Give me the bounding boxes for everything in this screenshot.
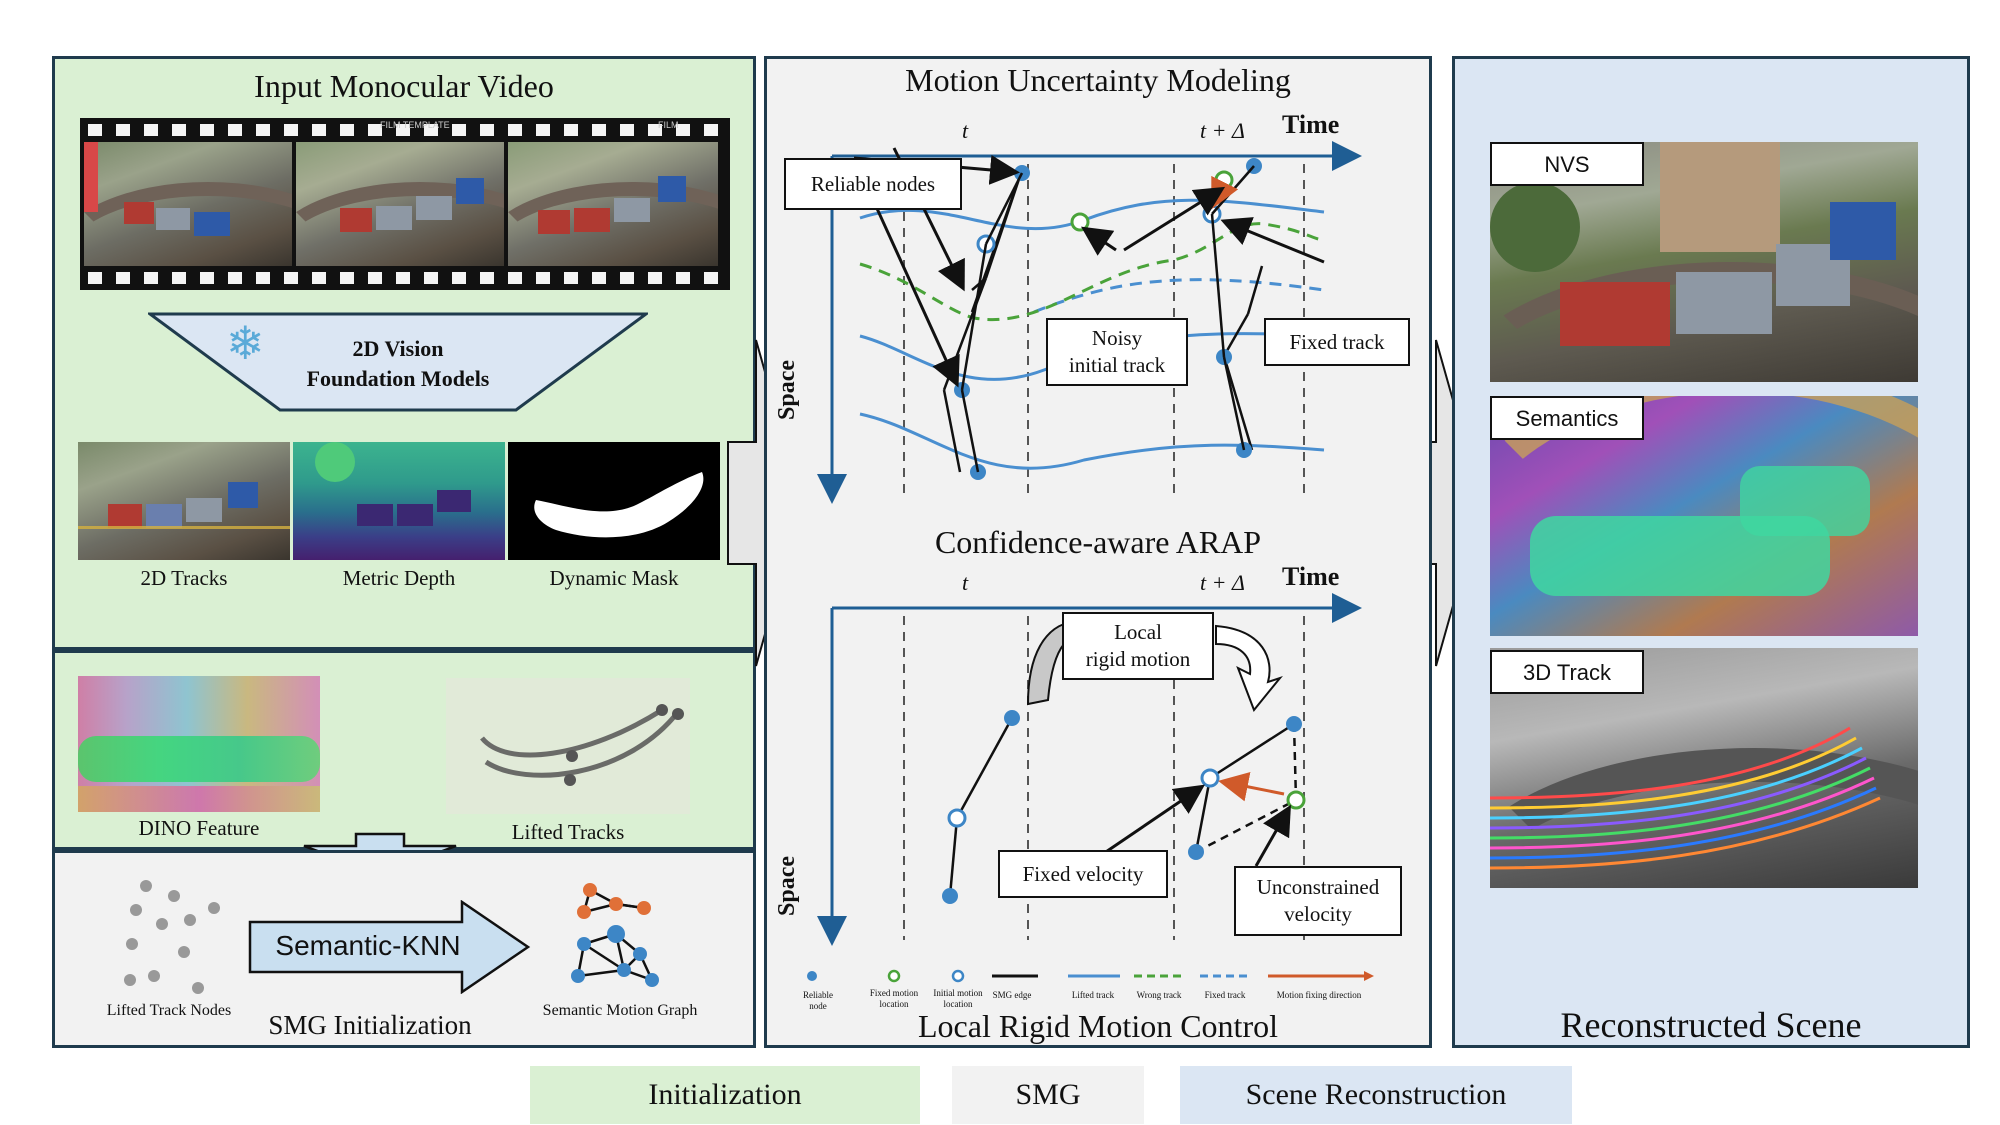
legend-fixed-track: Fixed track: [1204, 990, 1246, 1000]
foundation-label-1: 2D Vision: [352, 336, 444, 361]
time-label-top: Time: [1282, 110, 1340, 139]
dino-feature-image: [78, 676, 320, 812]
fixed-velocity-callout: Fixed velocity: [998, 850, 1168, 898]
video-frame-1: [84, 142, 292, 266]
legend-smg-edge: SMG edge: [992, 990, 1032, 1000]
fixed-track-callout: Fixed track: [1264, 318, 1410, 366]
legend-reliable-node: Reliable node: [803, 990, 833, 1011]
unconstrained-line1: Unconstrained: [1256, 875, 1380, 899]
semantic-graph-icon: [571, 883, 659, 987]
track3d-label: 3D Track: [1490, 650, 1644, 694]
foundation-label-2: Foundation Models: [306, 366, 490, 391]
tracks-2d-image: [78, 442, 290, 560]
time-label-bottom: Time: [1282, 562, 1340, 591]
snowflake-icon: ❄: [226, 316, 265, 370]
dynamic-mask-image: [508, 442, 720, 560]
video-frame-3: [508, 142, 718, 266]
film-strip: FILM TEMPLATE FILM: [80, 118, 730, 290]
output-label-depth: Metric Depth: [342, 566, 456, 590]
smg-init-label: SMG Initialization: [268, 1010, 472, 1040]
legend-smg: SMG: [952, 1066, 1144, 1124]
space-label-top: Space: [774, 360, 800, 420]
noisy-track-line2: initial track: [1068, 353, 1166, 377]
local-rigid-line2: rigid motion: [1085, 647, 1191, 671]
lifted-tracks-image: [446, 678, 690, 814]
film-label: FILM TEMPLATE: [380, 120, 450, 130]
output-label-tracks: 2D Tracks: [140, 566, 228, 590]
t-delta-label-top: t + Δ: [1200, 118, 1245, 143]
semantic-graph-label: Semantic Motion Graph: [542, 1002, 698, 1019]
semantics-label: Semantics: [1490, 396, 1644, 440]
unconstrained-velocity-callout: Unconstrained velocity: [1234, 866, 1402, 936]
legend-motion-fixing: Motion fixing direction: [1276, 990, 1362, 1000]
local-rigid-line1: Local: [1114, 620, 1162, 644]
t-label-bottom: t: [962, 570, 969, 595]
t-label-top: t: [962, 118, 969, 143]
film-label-2: FILM: [658, 120, 679, 130]
motion-uncertainty-title: Motion Uncertainty Modeling: [905, 62, 1291, 98]
film-holes-top: [88, 124, 722, 136]
local-rigid-callout: Local rigid motion: [1062, 612, 1214, 680]
noisy-track-line1: Noisy: [1091, 326, 1143, 350]
arap-title: Confidence-aware ARAP: [934, 524, 1262, 560]
rigid-motion-diagram: [817, 593, 1362, 946]
reconstructed-scene-title: Reconstructed Scene: [1560, 1005, 1862, 1045]
knn-label: Semantic-KNN: [275, 930, 461, 961]
input-video-title: Input Monocular Video: [254, 68, 554, 104]
t-delta-label-bottom: t + Δ: [1200, 570, 1245, 595]
space-label-bottom: Space: [774, 856, 800, 916]
noisy-track-callout: Noisy initial track: [1046, 318, 1188, 386]
film-holes-bottom: [88, 272, 722, 284]
unconstrained-line2: velocity: [1284, 902, 1352, 926]
output-label-mask: Dynamic Mask: [549, 566, 679, 590]
metric-depth-image: [293, 442, 505, 560]
local-rigid-title: Local Rigid Motion Control: [918, 1008, 1278, 1044]
nvs-label: NVS: [1490, 142, 1644, 186]
foundation-model-shape: [148, 312, 648, 412]
video-frame-2: [296, 142, 504, 266]
legend-symbols: [807, 969, 1374, 983]
semantics-image: [1490, 396, 1918, 636]
legend-fixed-motion: Fixed motion location: [869, 988, 919, 1009]
legend-initial-motion: Initial motion location: [933, 988, 983, 1009]
legend-initialization: Initialization: [530, 1066, 920, 1124]
track-nodes-scatter: [124, 880, 220, 994]
reliable-nodes-callout: Reliable nodes: [784, 158, 962, 210]
track-nodes-label: Lifted Track Nodes: [106, 1002, 232, 1019]
lifted-tracks-label: Lifted Tracks: [511, 820, 625, 844]
legend-wrong-track: Wrong track: [1136, 990, 1182, 1000]
legend-lifted-track: Lifted track: [1071, 990, 1115, 1000]
dino-feature-label: DINO Feature: [138, 816, 260, 840]
knn-arrow: [248, 900, 531, 994]
nvs-image: [1490, 142, 1918, 382]
legend-scene-reconstruction: Scene Reconstruction: [1180, 1066, 1572, 1124]
